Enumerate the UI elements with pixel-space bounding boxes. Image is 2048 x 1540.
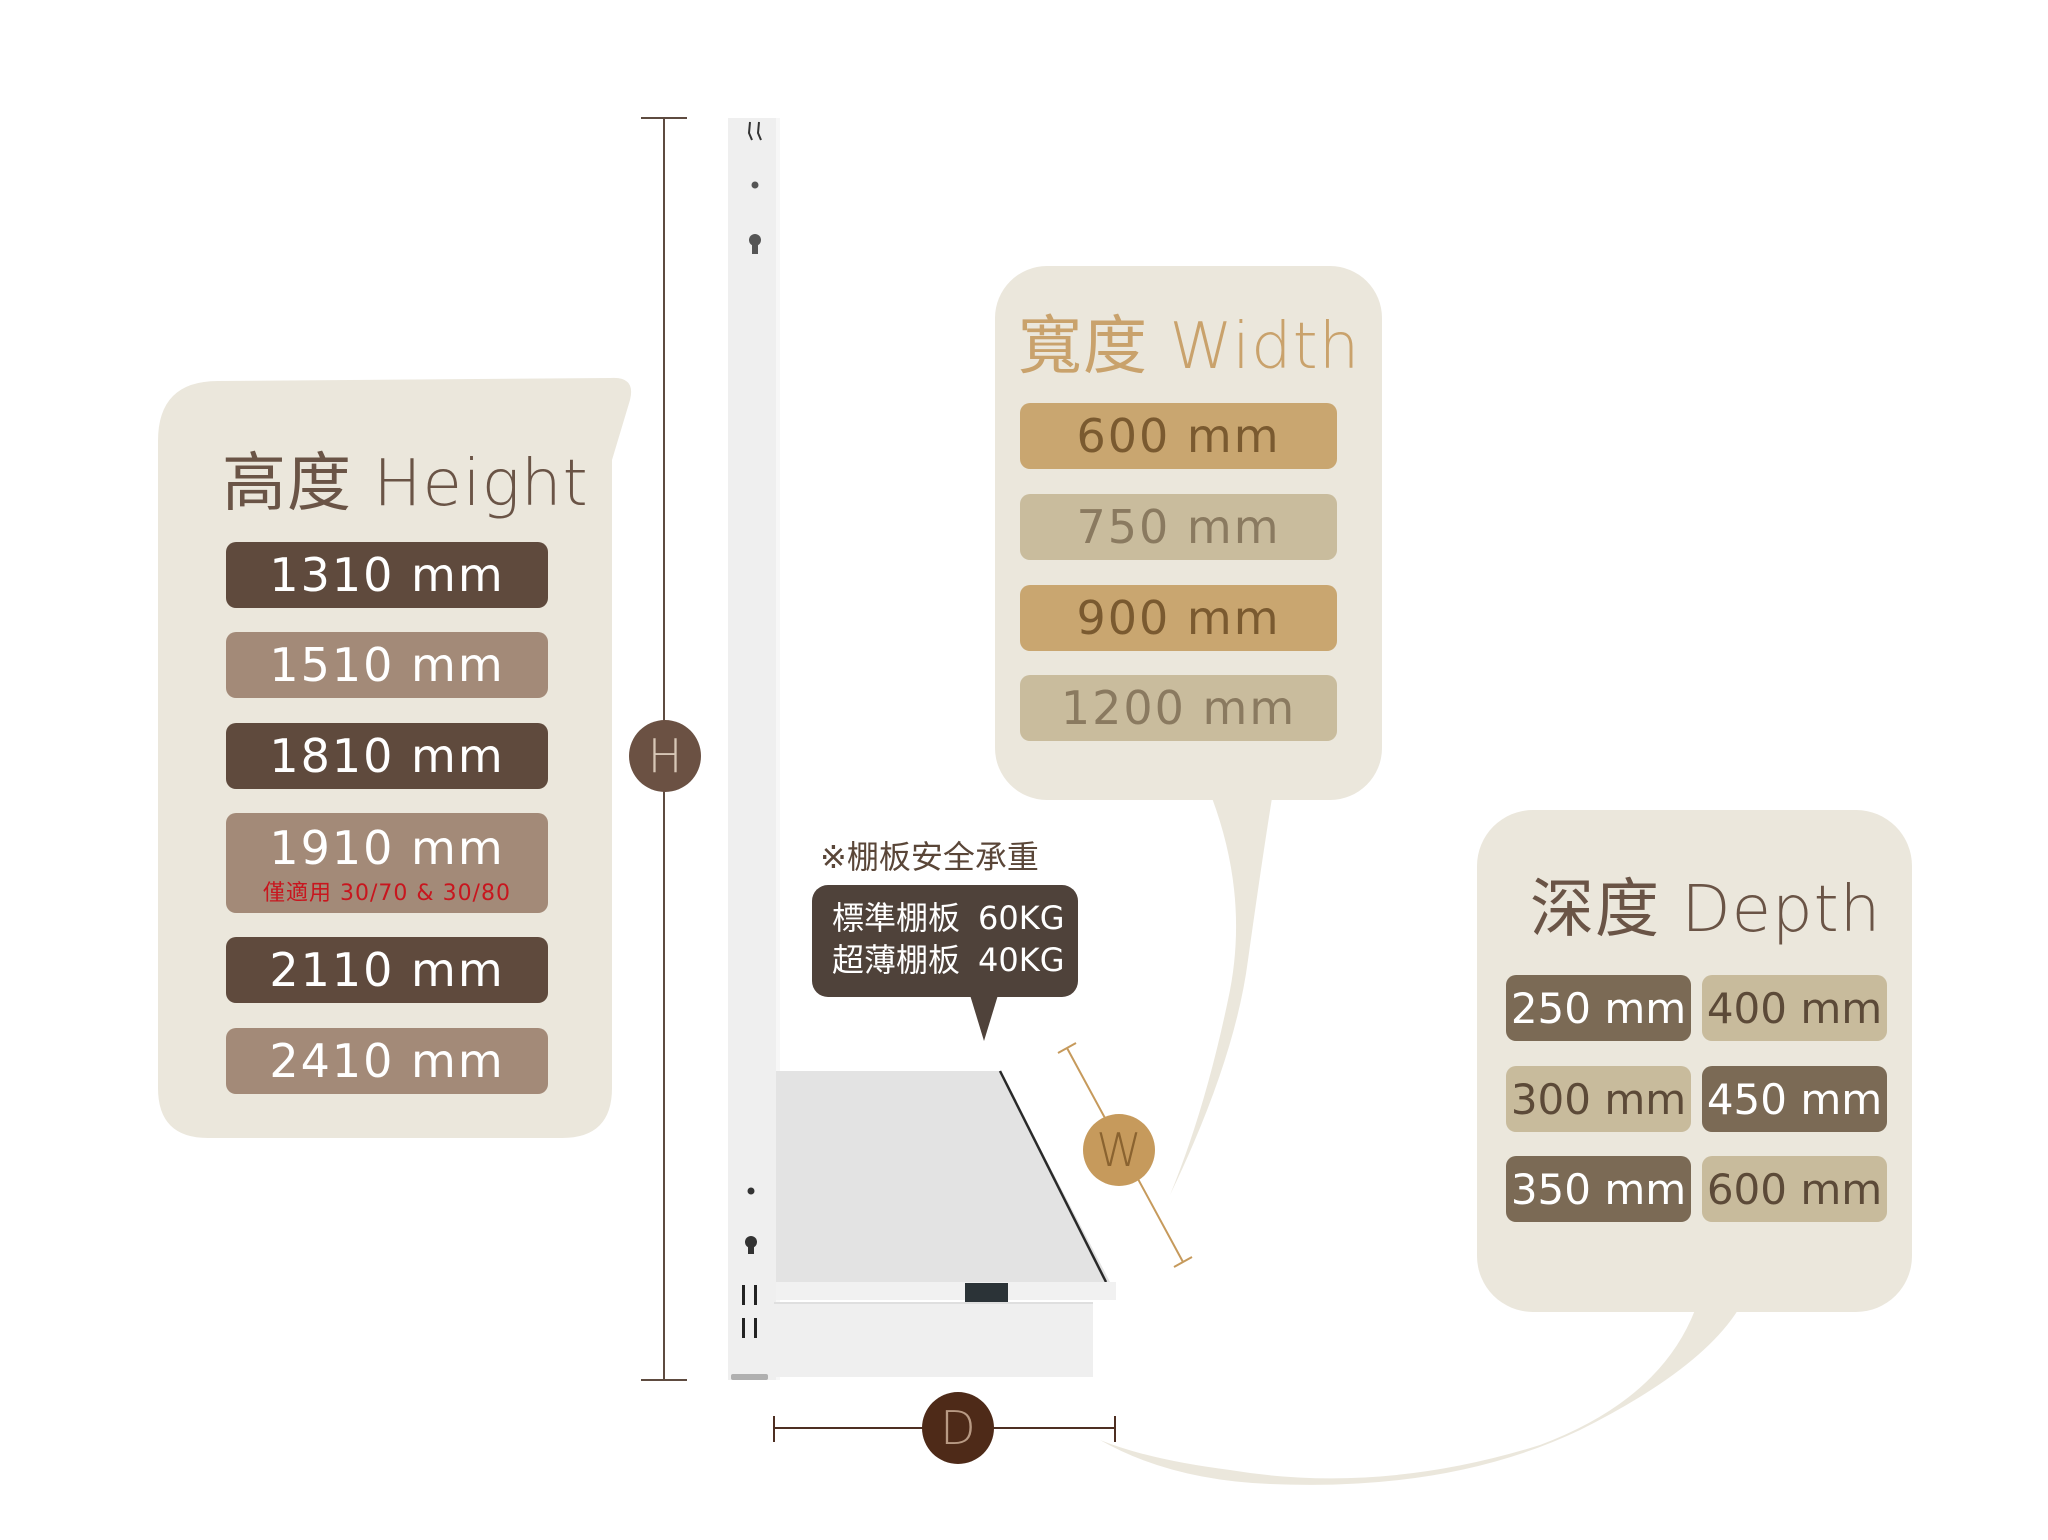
width-bubble-tail: [1170, 798, 1272, 1195]
height-title: 高度 Height: [222, 447, 589, 521]
load-row-standard: 標準棚板 60KG: [832, 897, 1078, 939]
height-option-1910[interactable]: 1910 mm 僅適用 30/70 & 30/80: [226, 813, 548, 913]
depth-option-350[interactable]: 350 mm: [1506, 1156, 1691, 1222]
height-option-1810[interactable]: 1810 mm: [226, 723, 548, 789]
shelf-illustration: [774, 1070, 1116, 1377]
height-option-1510[interactable]: 1510 mm: [226, 632, 548, 698]
load-capacity-callout: 標準棚板 60KG 超薄棚板 40KG: [812, 885, 1078, 997]
width-option-750[interactable]: 750 mm: [1020, 494, 1337, 560]
upright-post: [728, 118, 780, 1380]
width-marker: W: [1083, 1114, 1155, 1186]
height-option-2110[interactable]: 2110 mm: [226, 937, 548, 1003]
depth-option-450[interactable]: 450 mm: [1702, 1066, 1887, 1132]
width-option-1200[interactable]: 1200 mm: [1020, 675, 1337, 741]
load-row-standard-name: 標準棚板: [832, 899, 961, 937]
load-row-thin: 超薄棚板 40KG: [832, 939, 1078, 981]
depth-option-300[interactable]: 300 mm: [1506, 1066, 1691, 1132]
height-option-1910-label: 1910 mm: [269, 821, 505, 875]
depth-option-400[interactable]: 400 mm: [1702, 975, 1887, 1041]
load-capacity-heading: ※棚板安全承重: [820, 838, 1039, 876]
width-title: 寬度 Width: [1018, 310, 1361, 384]
depth-option-600[interactable]: 600 mm: [1702, 1156, 1887, 1222]
depth-title: 深度 Depth: [1530, 873, 1882, 947]
height-option-2410[interactable]: 2410 mm: [226, 1028, 548, 1094]
depth-marker: D: [922, 1392, 994, 1464]
load-row-thin-name: 超薄棚板: [832, 941, 961, 979]
height-option-1310[interactable]: 1310 mm: [226, 542, 548, 608]
depth-bubble-tail: [1100, 1310, 1738, 1485]
load-callout-pointer-icon: [970, 995, 998, 1041]
width-option-600[interactable]: 600 mm: [1020, 403, 1337, 469]
height-marker: H: [629, 720, 701, 792]
load-row-standard-capacity: 60KG: [978, 899, 1065, 937]
height-option-1910-note: 僅適用 30/70 & 30/80: [263, 881, 511, 906]
load-row-thin-capacity: 40KG: [978, 941, 1065, 979]
depth-option-250[interactable]: 250 mm: [1506, 975, 1691, 1041]
width-option-900[interactable]: 900 mm: [1020, 585, 1337, 651]
